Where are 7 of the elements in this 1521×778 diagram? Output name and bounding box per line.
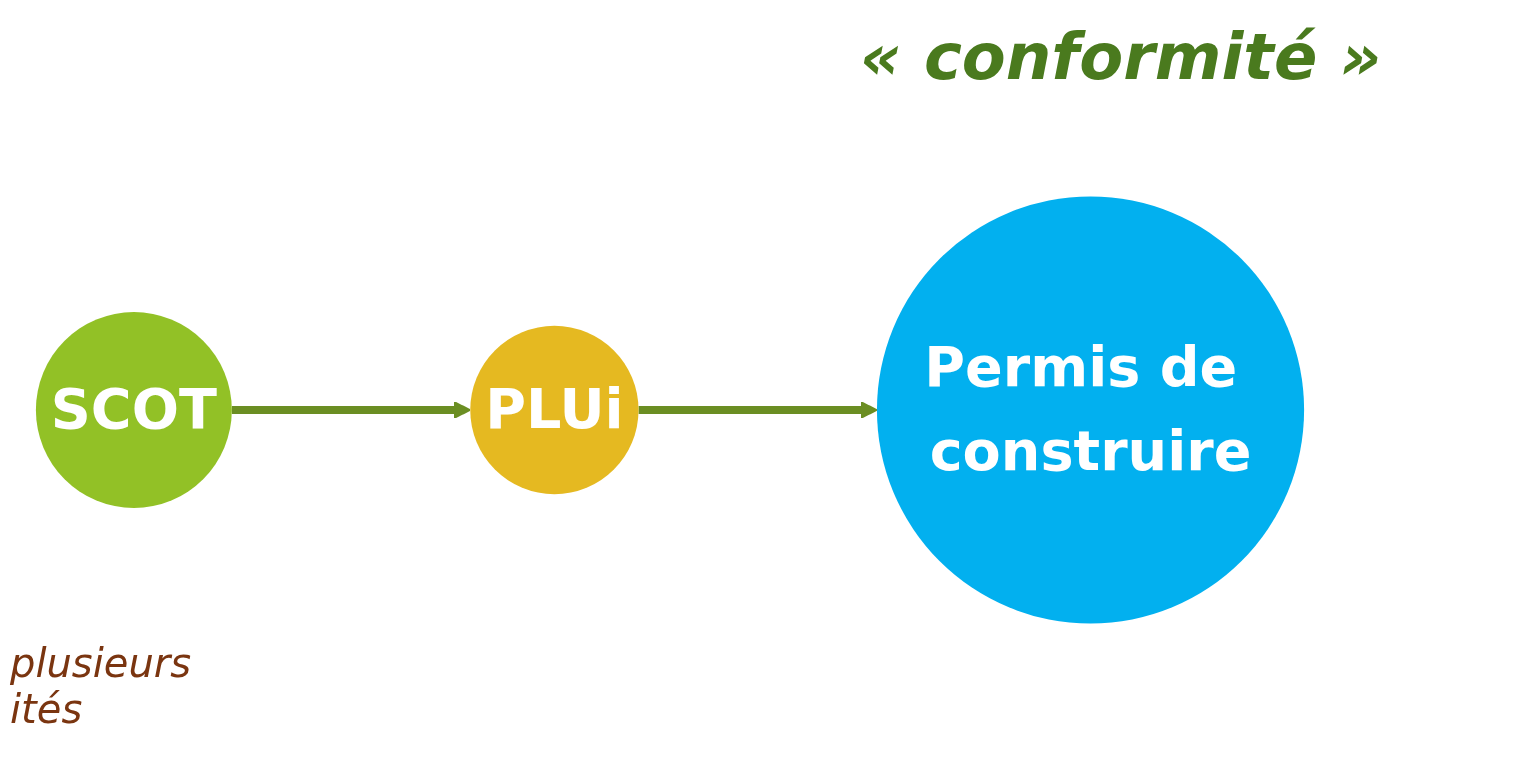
node-circle: Permis de construire [876,196,1305,624]
arrow [231,401,472,419]
node-circle: SCOT [35,312,232,508]
partial-caption: plusieurs ités [10,640,190,732]
relation-label: « conformité » [860,20,1382,94]
node-circle: PLUi [470,325,639,495]
arrow [638,401,878,419]
